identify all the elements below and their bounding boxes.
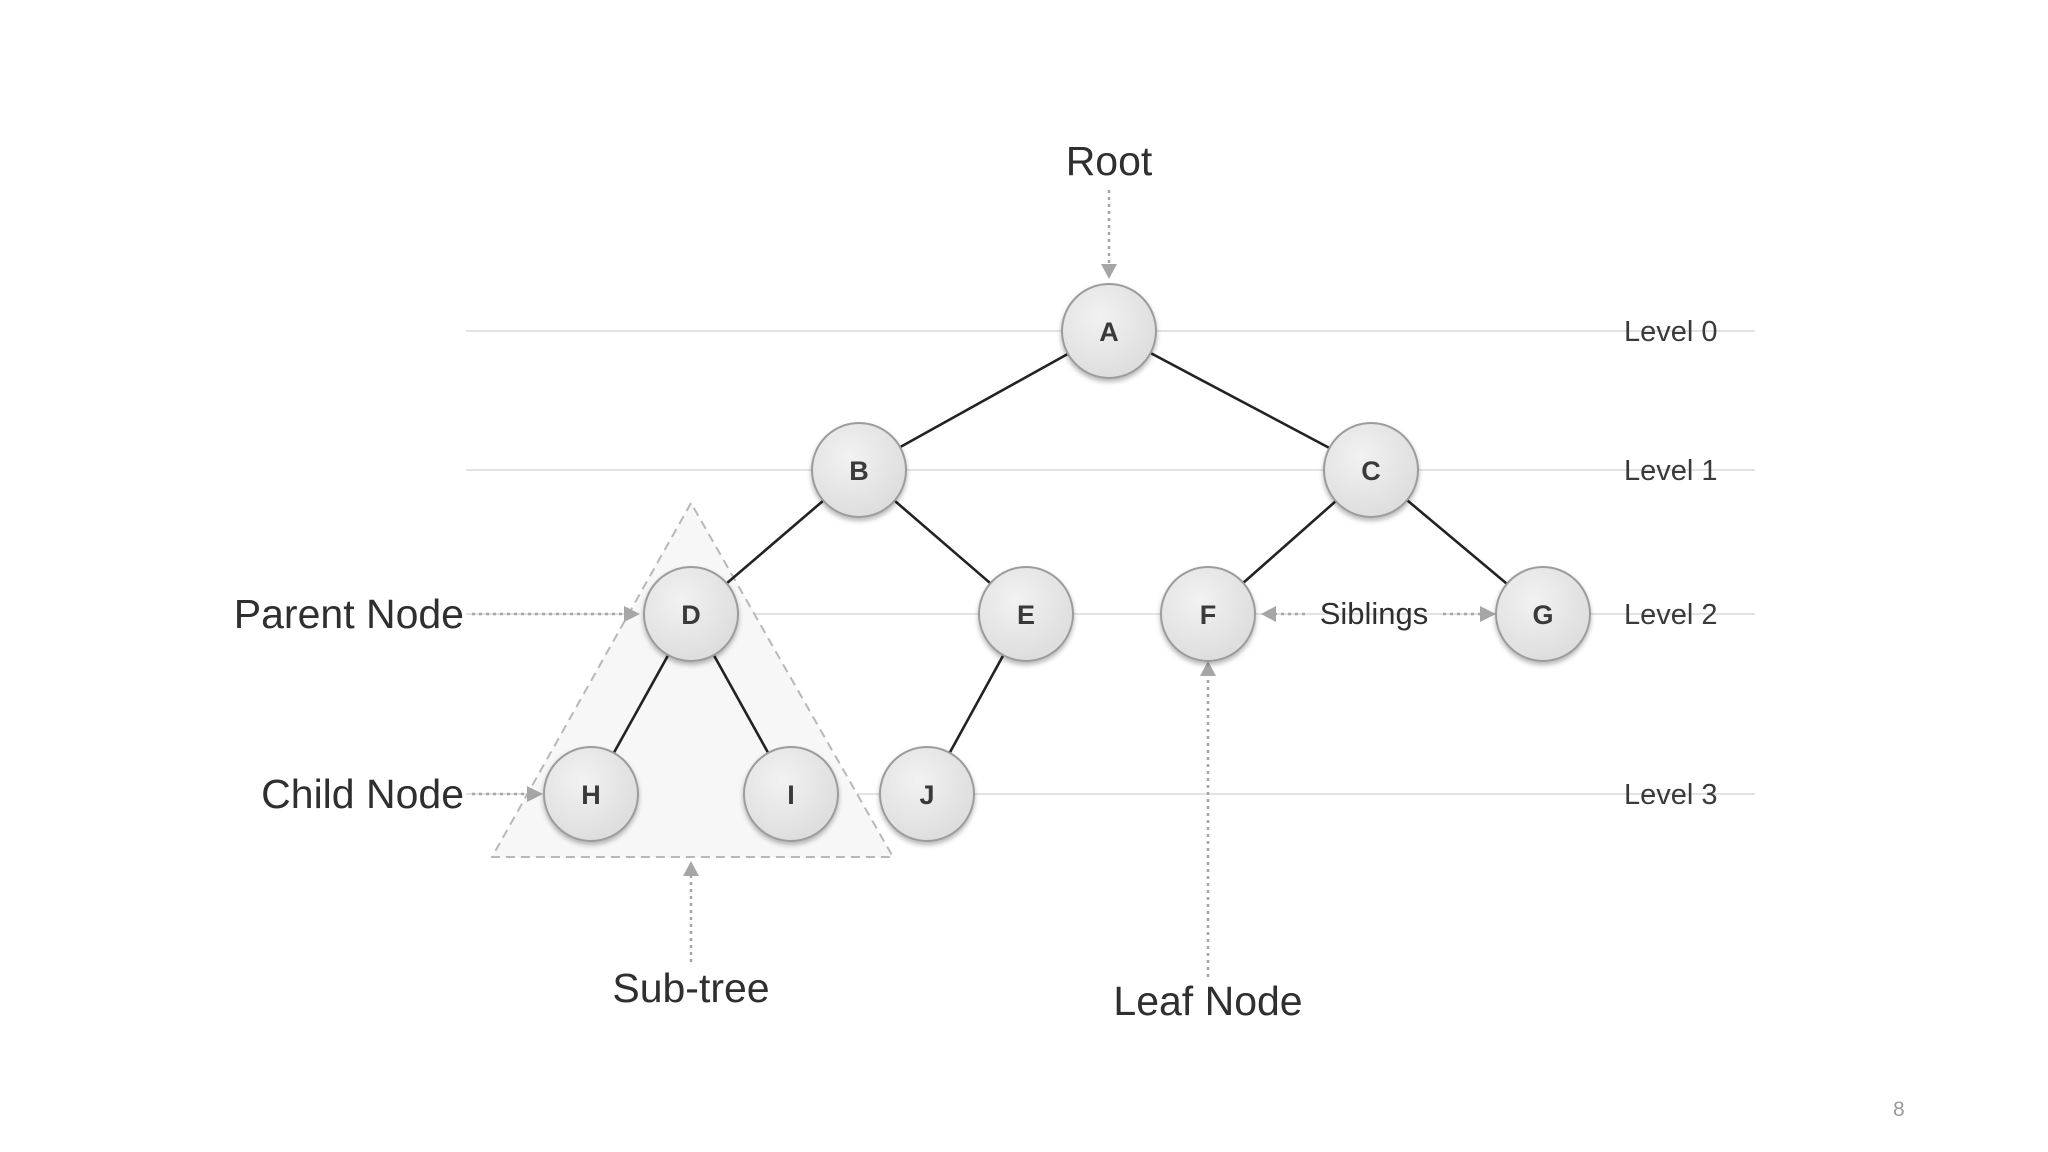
node-a: A xyxy=(1061,283,1157,379)
child-node-label: Child Node xyxy=(261,771,464,817)
edge-b-d xyxy=(725,499,825,585)
edge-a-c xyxy=(1149,351,1331,450)
siblings-label: Siblings xyxy=(1320,596,1429,631)
annotation-arrows xyxy=(472,190,1480,977)
siblings-left-arrowhead xyxy=(1261,606,1276,622)
node-label: H xyxy=(581,780,601,810)
node-d: D xyxy=(643,566,739,662)
level-labels: Level 0 Level 1 Level 2 Level 3 xyxy=(1624,316,1718,811)
level-3-label: Level 3 xyxy=(1624,779,1718,811)
level-1-label: Level 1 xyxy=(1624,455,1718,487)
node-label: E xyxy=(1017,600,1035,630)
arrowheads xyxy=(527,264,1496,876)
node-e: E xyxy=(978,566,1074,662)
node-circle xyxy=(1061,283,1157,379)
node-circle xyxy=(643,566,739,662)
child-node-arrowhead xyxy=(527,786,543,802)
edge-d-h xyxy=(612,654,670,754)
node-g: G xyxy=(1495,566,1591,662)
node-circle xyxy=(811,422,907,518)
node-circle xyxy=(1160,566,1256,662)
node-label: J xyxy=(919,780,934,810)
edge-c-f xyxy=(1242,500,1337,584)
edge-e-j xyxy=(948,654,1005,754)
node-label: D xyxy=(681,600,701,630)
parent-node-arrowhead xyxy=(624,606,640,622)
root-arrowhead xyxy=(1101,264,1117,279)
siblings-right-arrowhead xyxy=(1480,606,1496,622)
edge-d-i xyxy=(712,654,770,754)
tree-nodes: A B C D E F G H I J xyxy=(543,283,1591,842)
node-label: C xyxy=(1361,456,1381,486)
node-label: F xyxy=(1200,600,1217,630)
node-circle xyxy=(1495,566,1591,662)
node-h: H xyxy=(543,746,639,842)
tree-edges xyxy=(612,351,1508,754)
node-j: J xyxy=(879,746,975,842)
node-label: G xyxy=(1532,600,1553,630)
node-circle xyxy=(743,746,839,842)
node-i: I xyxy=(743,746,839,842)
node-b: B xyxy=(811,422,907,518)
sub-tree-label: Sub-tree xyxy=(612,965,769,1011)
edge-b-e xyxy=(893,499,992,585)
node-label: I xyxy=(787,780,795,810)
page-number: 8 xyxy=(1893,1098,1905,1121)
node-label: B xyxy=(849,456,869,486)
parent-node-label: Parent Node xyxy=(234,591,464,637)
sub-tree-arrowhead xyxy=(683,861,699,876)
level-2-label: Level 2 xyxy=(1624,599,1718,631)
node-c: C xyxy=(1323,422,1419,518)
node-circle xyxy=(1323,422,1419,518)
leaf-node-arrowhead xyxy=(1200,661,1216,676)
leaf-node-label: Leaf Node xyxy=(1113,978,1302,1024)
node-label: A xyxy=(1099,317,1119,347)
node-f: F xyxy=(1160,566,1256,662)
level-0-label: Level 0 xyxy=(1624,316,1718,348)
node-circle xyxy=(978,566,1074,662)
node-circle xyxy=(879,746,975,842)
root-label: Root xyxy=(1066,138,1153,184)
edge-a-b xyxy=(899,352,1069,449)
node-circle xyxy=(543,746,639,842)
edge-c-g xyxy=(1406,499,1508,585)
